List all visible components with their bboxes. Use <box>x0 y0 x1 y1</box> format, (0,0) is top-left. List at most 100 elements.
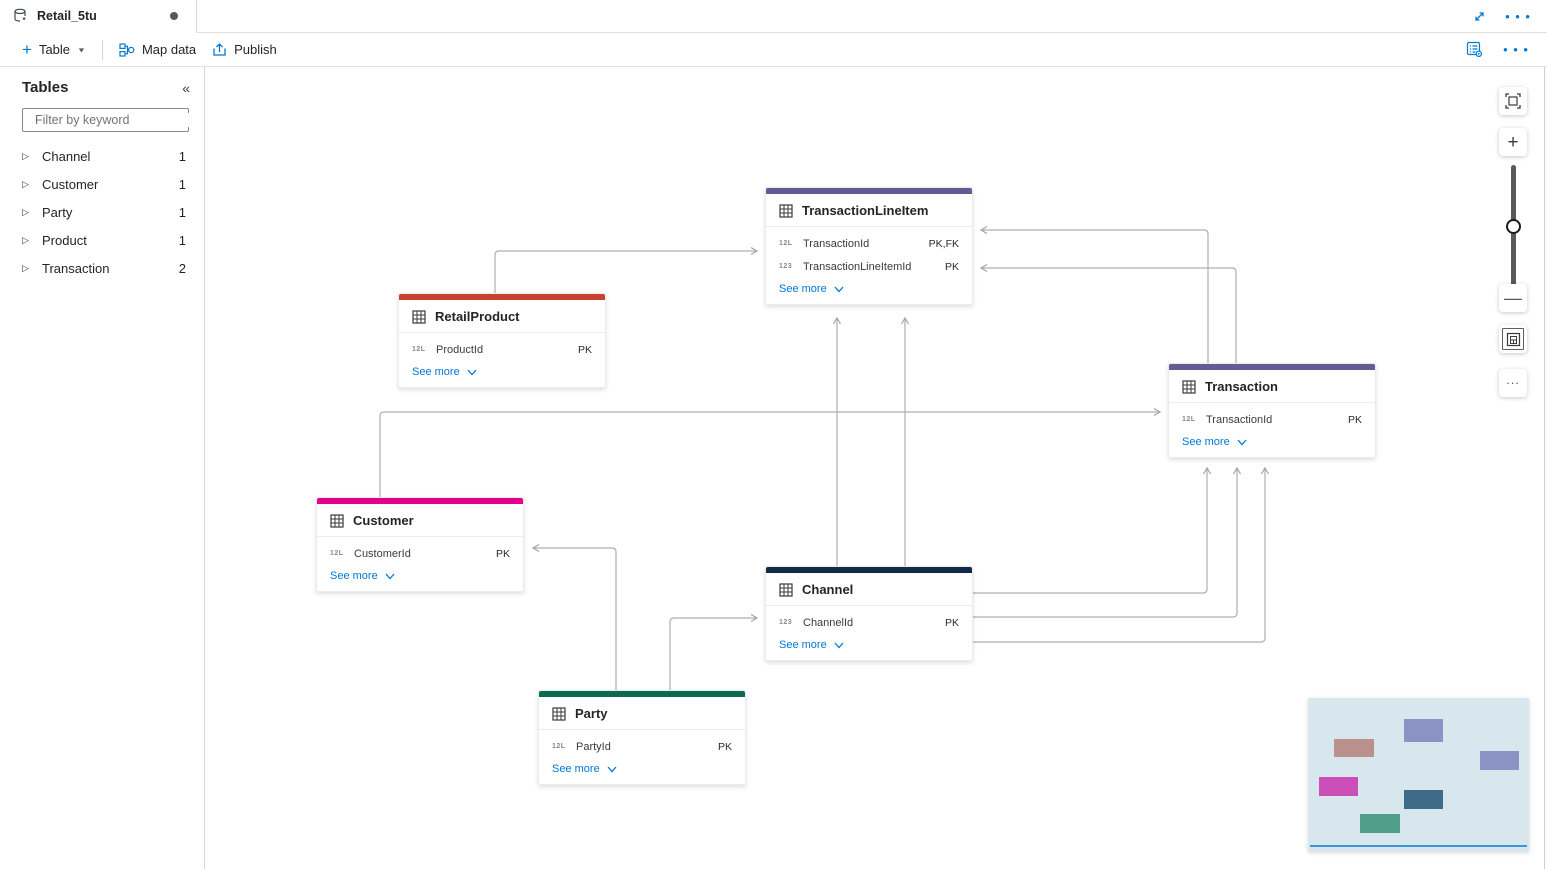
table-name: RetailProduct <box>435 309 520 324</box>
expand-chevron-icon[interactable]: ▷ <box>22 206 29 217</box>
field-name: CustomerId <box>354 547 411 560</box>
tab-bar: * Retail_5tu • • • <box>0 0 1547 33</box>
minimap-viewport-line <box>1310 845 1527 847</box>
field-row[interactable]: 12L TransactionId PK <box>1182 408 1362 431</box>
expand-chevron-icon[interactable]: ▷ <box>22 262 29 273</box>
canvas-more-options-button[interactable]: ... <box>1499 369 1527 397</box>
field-name: TransactionId <box>803 237 870 250</box>
relationship-line-channel-transaction-1 <box>973 466 1212 594</box>
tables-sidebar: Tables « ▷ Channel 1 ▷ Customer 1 ▷ Part… <box>0 67 205 869</box>
chevron-down-icon <box>385 573 395 579</box>
see-more-link[interactable]: See more <box>1182 431 1362 452</box>
minimap-toggle-button[interactable] <box>1499 325 1527 353</box>
tab-bar-actions: • • • <box>1472 0 1547 32</box>
minimap-icon <box>1506 332 1520 346</box>
expand-chevron-icon[interactable]: ▷ <box>22 150 29 161</box>
sidebar-item-customer[interactable]: ▷ Customer 1 <box>0 170 204 198</box>
canvas-right-edge <box>1544 67 1545 869</box>
publish-button[interactable]: Publish <box>204 37 285 63</box>
bigint-type-icon: 12L <box>330 550 344 557</box>
see-more-label: See more <box>330 570 378 582</box>
filter-box <box>22 108 196 132</box>
field-row[interactable]: 123 ChannelId PK <box>779 611 959 634</box>
sidebar-item-transaction[interactable]: ▷ Transaction 2 <box>0 254 204 282</box>
key-badge: PK <box>944 260 959 273</box>
chevron-down-icon: ▼ <box>77 45 86 54</box>
add-table-button[interactable]: + Table ▼ <box>14 37 94 63</box>
card-accent-bar <box>539 691 745 697</box>
filter-input[interactable] <box>35 113 196 127</box>
see-more-link[interactable]: See more <box>779 634 959 655</box>
zoom-in-button[interactable]: + <box>1499 128 1527 156</box>
table-count: 1 <box>178 204 186 220</box>
more-options-icon[interactable]: • • • <box>1505 8 1531 24</box>
see-more-link[interactable]: See more <box>552 758 732 779</box>
entity-card-channel[interactable]: Channel 123 ChannelId PK See more <box>765 566 973 661</box>
sidebar-item-party[interactable]: ▷ Party 1 <box>0 198 204 226</box>
field-row[interactable]: 12L CustomerId PK <box>330 542 510 565</box>
field-row[interactable]: 12L PartyId PK <box>552 735 732 758</box>
table-name: TransactionLineItem <box>802 203 929 218</box>
table-icon <box>412 309 426 324</box>
expand-chevron-icon[interactable]: ▷ <box>22 178 29 189</box>
plus-icon: + <box>22 40 32 59</box>
zoom-slider-handle[interactable] <box>1506 219 1521 234</box>
table-icon <box>552 706 566 721</box>
field-name: ChannelId <box>803 616 854 629</box>
more-commands-icon[interactable]: • • • <box>1503 42 1529 57</box>
see-more-link[interactable]: See more <box>412 361 592 382</box>
table-properties-icon[interactable] <box>1466 41 1483 58</box>
entity-card-transaction[interactable]: Transaction 12L TransactionId PK See mor… <box>1168 363 1376 458</box>
field-row[interactable]: 12L ProductId PK <box>412 338 592 361</box>
entity-card-customer[interactable]: Customer 12L CustomerId PK See more <box>316 497 524 592</box>
collapse-sidebar-icon[interactable]: « <box>182 79 190 96</box>
publish-icon <box>213 43 226 56</box>
map-data-label: Map data <box>141 42 197 57</box>
tab-retail-5tu[interactable]: * Retail_5tu <box>0 0 197 33</box>
minimap-table-rect-transactionlineitem <box>1404 719 1443 742</box>
relationship-line-channel-transaction-3 <box>973 466 1270 643</box>
add-table-label: Table <box>38 42 71 57</box>
int-type-icon: 123 <box>779 263 793 270</box>
field-name: TransactionId <box>1206 413 1273 426</box>
sidebar-item-channel[interactable]: ▷ Channel 1 <box>0 142 204 170</box>
see-more-link[interactable]: See more <box>330 565 510 586</box>
table-count: 1 <box>178 148 186 164</box>
map-data-button[interactable]: Map data <box>111 37 204 63</box>
see-more-link[interactable]: See more <box>779 278 959 299</box>
fit-to-screen-button[interactable] <box>1499 87 1527 115</box>
chevron-down-icon <box>834 286 844 292</box>
expand-icon[interactable] <box>1472 9 1487 24</box>
key-badge: PK <box>577 343 592 356</box>
diagram-canvas[interactable]: TransactionLineItem 12L TransactionId PK… <box>205 67 1547 869</box>
publish-label: Publish <box>234 42 277 57</box>
bigint-type-icon: 12L <box>412 346 426 353</box>
field-name: TransactionLineItemId <box>803 260 912 273</box>
sidebar-item-label: Transaction <box>42 260 110 276</box>
minimap-table-rect-transaction <box>1480 751 1519 770</box>
relationship-line-channel-transaction-2 <box>973 466 1242 618</box>
toolbar-right-actions: • • • <box>1466 41 1533 58</box>
entity-card-retailproduct[interactable]: RetailProduct 12L ProductId PK See more <box>398 293 606 388</box>
see-more-label: See more <box>552 763 600 775</box>
sidebar-item-product[interactable]: ▷ Product 1 <box>0 226 204 254</box>
table-name: Customer <box>353 513 414 528</box>
minimap[interactable] <box>1308 698 1529 852</box>
zoom-out-button[interactable]: — <box>1499 284 1527 312</box>
entity-card-transactionlineitem[interactable]: TransactionLineItem 12L TransactionId PK… <box>765 187 973 305</box>
field-name: PartyId <box>576 740 611 753</box>
toolbar: + Table ▼ Map data Publish <box>0 33 1547 67</box>
key-badge: PK <box>495 547 510 560</box>
relationship-line-party-customer <box>531 543 617 690</box>
card-accent-bar <box>317 498 523 504</box>
entity-card-party[interactable]: Party 12L PartyId PK See more <box>538 690 746 785</box>
see-more-label: See more <box>1182 436 1230 448</box>
field-row[interactable]: 123 TransactionLineItemId PK <box>779 255 959 278</box>
card-accent-bar <box>399 294 605 300</box>
expand-chevron-icon[interactable]: ▷ <box>22 234 29 245</box>
field-row[interactable]: 12L TransactionId PK,FK <box>779 232 959 255</box>
sidebar-title: Tables <box>22 79 69 96</box>
ellipsis-icon: ... <box>1506 372 1520 387</box>
key-badge: PK,FK <box>928 237 959 250</box>
